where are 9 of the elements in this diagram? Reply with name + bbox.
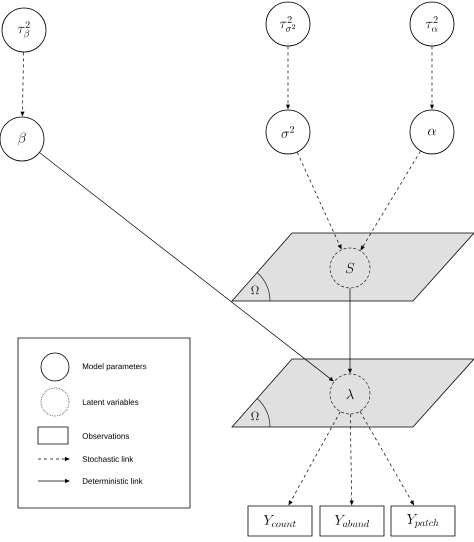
- legend-label: Latent variables: [82, 399, 138, 405]
- observation-box: $Y_{abund}$: [320, 506, 384, 536]
- observation-box: $Y_{patch}$: [390, 506, 456, 536]
- legend-label: Stochastic link: [82, 456, 134, 462]
- observation-box: $Y_{count}$: [248, 506, 312, 536]
- legend-label: Observations: [82, 433, 130, 439]
- legend-label: Deterministic link: [82, 478, 143, 484]
- arrow: [296, 152, 342, 250]
- legend-label: Model parameters: [82, 363, 146, 371]
